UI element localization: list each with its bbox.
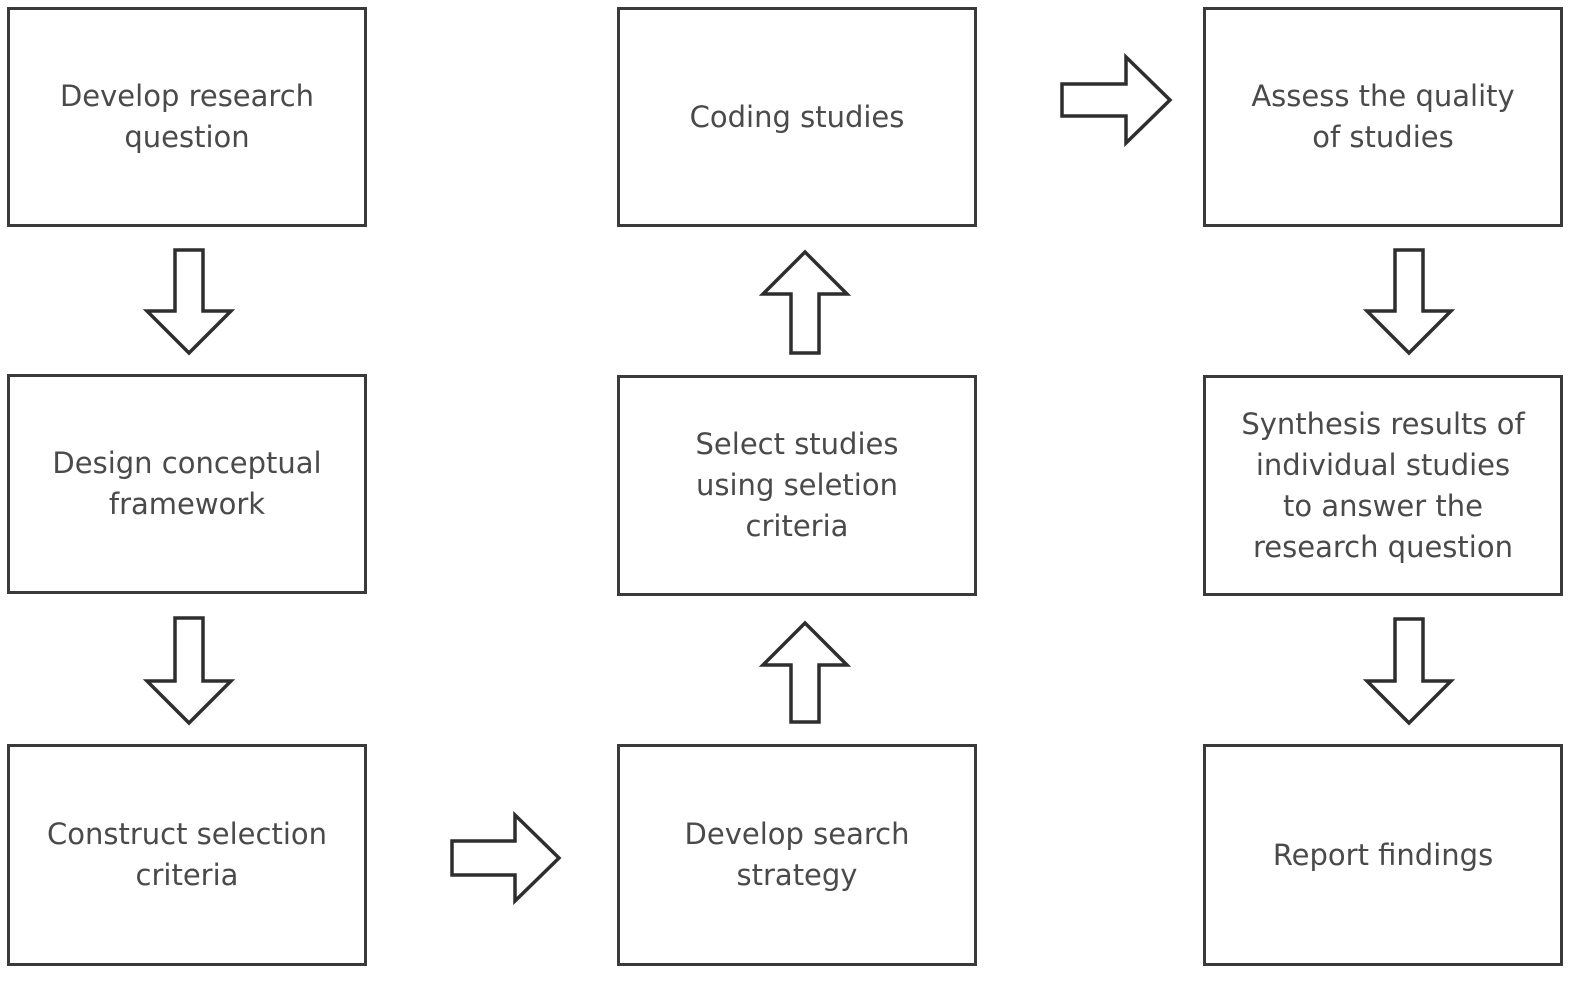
arrow-right-icon (450, 810, 562, 906)
step-label: Coding studies (689, 99, 905, 134)
step-report-findings: Report findings (1203, 744, 1563, 966)
step-label: Select studies using seletion criteria (695, 427, 899, 543)
step-assess-quality: Assess the quality of studies (1203, 7, 1563, 227)
step-coding-studies: Coding studies (617, 7, 977, 227)
step-design-conceptual-framework: Design conceptual framework (7, 374, 367, 594)
step-label: Construct selection criteria (46, 817, 328, 892)
arrow-up-icon (758, 620, 852, 724)
step-label: Develop research question (59, 79, 315, 154)
arrow-down-icon (1362, 248, 1456, 356)
arrow-right-icon (1060, 52, 1173, 148)
step-construct-selection-criteria: Construct selection criteria (7, 744, 367, 966)
step-label: Assess the quality of studies (1251, 79, 1515, 154)
step-label: Report findings (1272, 837, 1494, 872)
arrow-down-icon (142, 248, 236, 356)
arrow-down-icon (142, 616, 236, 726)
step-label: Synthesis results of individual studies … (1241, 406, 1525, 564)
step-develop-search-strategy: Develop search strategy (617, 744, 977, 966)
step-label: Develop search strategy (684, 817, 910, 892)
arrow-down-icon (1362, 617, 1456, 726)
step-select-studies: Select studies using seletion criteria (617, 375, 977, 596)
step-label: Design conceptual framework (52, 446, 322, 521)
step-synthesis-results: Synthesis results of individual studies … (1203, 375, 1563, 596)
arrow-up-icon (758, 249, 852, 355)
step-develop-research-question: Develop research question (7, 7, 367, 227)
